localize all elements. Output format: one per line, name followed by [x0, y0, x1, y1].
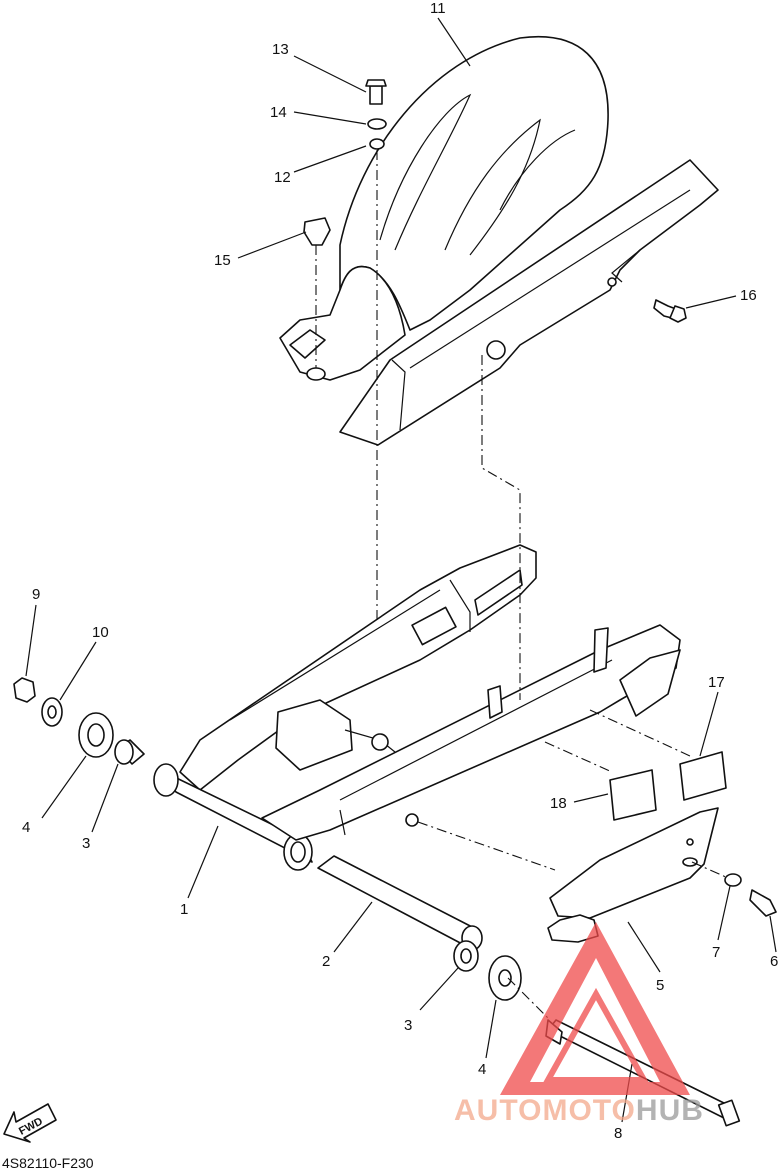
callout-7: 7	[712, 944, 720, 961]
callout-8: 8	[614, 1125, 622, 1142]
leader-lines	[25, 17, 777, 1123]
forward-arrow-icon: FWD	[3, 1103, 57, 1143]
callout-9: 9	[32, 586, 40, 603]
callout-15: 15	[214, 252, 231, 269]
callout-11: 11	[430, 0, 446, 17]
callout-labels: 11 13 14 12 15 16 9 10 4 3 1 2 3 4 17 18…	[22, 0, 778, 1142]
callout-4-right: 4	[478, 1061, 486, 1078]
callout-5: 5	[656, 977, 664, 994]
watermark-text-b: HUB	[636, 1094, 704, 1127]
rear-fender	[279, 36, 609, 381]
callout-17: 17	[708, 674, 725, 691]
callout-2: 2	[322, 953, 330, 970]
alignment-lines	[315, 150, 729, 1021]
callout-4-left: 4	[22, 819, 30, 836]
callout-18: 18	[550, 795, 567, 812]
watermark-logo	[500, 922, 690, 1095]
fender-hardware	[303, 79, 687, 323]
callout-16: 16	[740, 287, 757, 304]
chain-guide	[547, 807, 719, 943]
swingarm	[153, 544, 681, 871]
automotohub-watermark: AUTOMOTOHUB	[454, 922, 704, 1127]
callout-6: 6	[770, 953, 778, 970]
callout-10: 10	[92, 624, 109, 641]
diagram-code: 4S82110-F230	[2, 1155, 94, 1171]
chain-guide-hardware	[724, 873, 777, 917]
watermark-text-a: AUTOMOTO	[454, 1094, 636, 1127]
callout-14: 14	[270, 104, 287, 121]
callout-12: 12	[274, 169, 291, 186]
right-bearing-set	[453, 940, 522, 1001]
callout-3-left: 3	[82, 835, 90, 852]
callout-3-right: 3	[404, 1017, 412, 1034]
decals	[609, 751, 727, 821]
left-bearing-set	[13, 677, 145, 765]
chain-cover-upper	[339, 159, 719, 446]
callout-1: 1	[180, 901, 188, 918]
pivot-shaft-sleeve	[317, 855, 483, 951]
callout-13: 13	[272, 41, 289, 58]
svg-text:AUTOMOTOHUB: AUTOMOTOHUB	[454, 1094, 704, 1127]
